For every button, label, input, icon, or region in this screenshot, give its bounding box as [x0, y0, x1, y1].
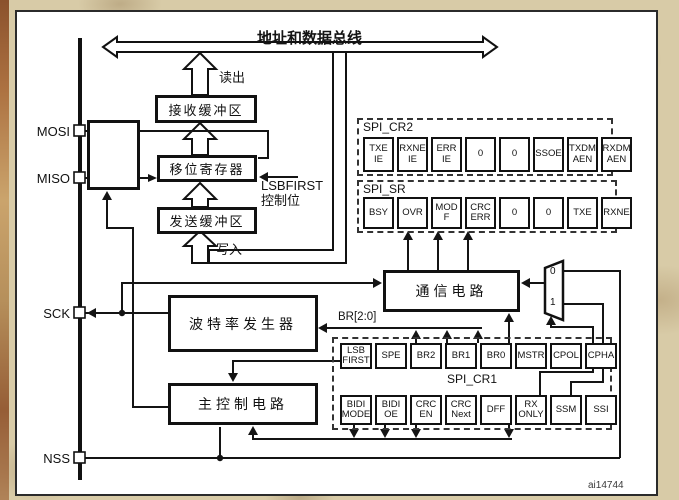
- register-bit: BR2: [410, 343, 442, 369]
- pin-mux-box: [87, 120, 140, 190]
- register-bit: CPHA: [585, 343, 617, 369]
- write-arrow: [181, 229, 219, 264]
- spi-cr1-group: [332, 337, 612, 430]
- register-bit: SSOE: [533, 137, 564, 172]
- br-bus-label: BR[2:0]: [338, 311, 377, 323]
- register-bit: SSM: [550, 395, 582, 425]
- address-data-bus-arrow: [101, 35, 499, 59]
- register-bit: 0: [499, 137, 530, 172]
- spi-cr2-label: SPI_CR2: [363, 120, 414, 134]
- mux-input0-label: 0: [550, 266, 556, 277]
- rx-buffer-box: 接收缓冲区: [155, 95, 257, 123]
- miso-pin-pad: [73, 171, 86, 184]
- register-bit: OVR: [397, 197, 428, 229]
- bus-title: 地址和数据总线: [256, 30, 362, 47]
- junction-dots: [118, 309, 224, 462]
- register-bit: DFF: [480, 395, 512, 425]
- mosi-pin-pad: [73, 124, 86, 137]
- register-bit: SPE: [375, 343, 407, 369]
- figure-id: ai14744: [588, 480, 624, 491]
- register-bit: SSI: [585, 395, 617, 425]
- tx-buffer-box: 发送缓冲区: [157, 207, 257, 234]
- register-bit: TXE: [567, 197, 598, 229]
- register-bit: 0: [499, 197, 530, 229]
- read-out-label: 读出: [219, 70, 246, 85]
- read-arrow: [181, 51, 219, 96]
- mosi-pin-label: MOSI: [36, 124, 70, 139]
- register-bit: 0: [533, 197, 564, 229]
- sck-pin-pad: [73, 306, 86, 319]
- mux-input1-label: 1: [550, 297, 556, 308]
- master-control-box: 主控制电路: [168, 383, 318, 425]
- comm-circuit-box: 通信电路: [383, 270, 520, 312]
- pin-rail: [73, 38, 86, 480]
- lsbfirst-label: LSBFIRST 控制位: [261, 178, 324, 209]
- miso-pin-label: MISO: [36, 171, 70, 186]
- write-in-label: 写入: [216, 242, 243, 257]
- left-edge-stripe: [0, 0, 9, 500]
- register-bit: MSTR: [515, 343, 547, 369]
- mux-shape: [543, 259, 565, 322]
- register-bit: 0: [465, 137, 496, 172]
- nss-pin-label: NSS: [43, 451, 70, 466]
- nss-pin-pad: [73, 451, 86, 464]
- register-bit: BSY: [363, 197, 394, 229]
- register-bit: CPOL: [550, 343, 582, 369]
- register-bit: BR0: [480, 343, 512, 369]
- shift-register-box: 移位寄存器: [157, 155, 257, 182]
- sck-pin-label: SCK: [43, 306, 70, 321]
- spi-cr1-label: SPI_CR1: [446, 372, 498, 386]
- lsbfirst-label-line1: LSBFIRST: [261, 178, 324, 193]
- lsbfirst-label-line2: 控制位: [261, 192, 301, 208]
- register-bit: RXNE: [601, 197, 632, 229]
- spi-sr-label: SPI_SR: [363, 182, 406, 196]
- register-bit: BR1: [445, 343, 477, 369]
- baud-generator-box: 波特率发生器: [168, 295, 318, 352]
